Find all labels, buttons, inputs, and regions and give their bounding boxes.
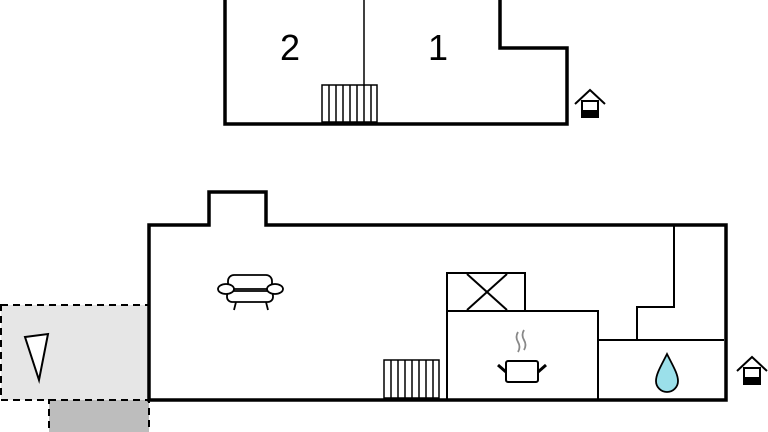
kitchen-pot-icon: [497, 329, 547, 383]
terrace-area: [0, 304, 150, 401]
room-label-2: 2: [280, 27, 300, 68]
parking-area: [48, 399, 150, 432]
stairs-icon: [383, 359, 440, 399]
hall-partition: [636, 226, 675, 340]
room-label-1: 1: [428, 27, 448, 68]
water-drop-icon: [655, 351, 679, 393]
stairs-icon: [321, 84, 378, 123]
ground-floor-outline: [147, 190, 728, 402]
sofa-icon: [217, 274, 284, 311]
kitchen-room: [446, 310, 599, 401]
fridge-cross-icon: [446, 272, 526, 312]
entrance-icon: [574, 88, 606, 118]
terrace-triangle-icon: [23, 332, 50, 384]
ground-floor: [147, 190, 768, 402]
upper-floor: 2 1: [223, 0, 606, 126]
entrance-icon: [736, 355, 768, 385]
upper-floor-outline: [223, 0, 569, 126]
